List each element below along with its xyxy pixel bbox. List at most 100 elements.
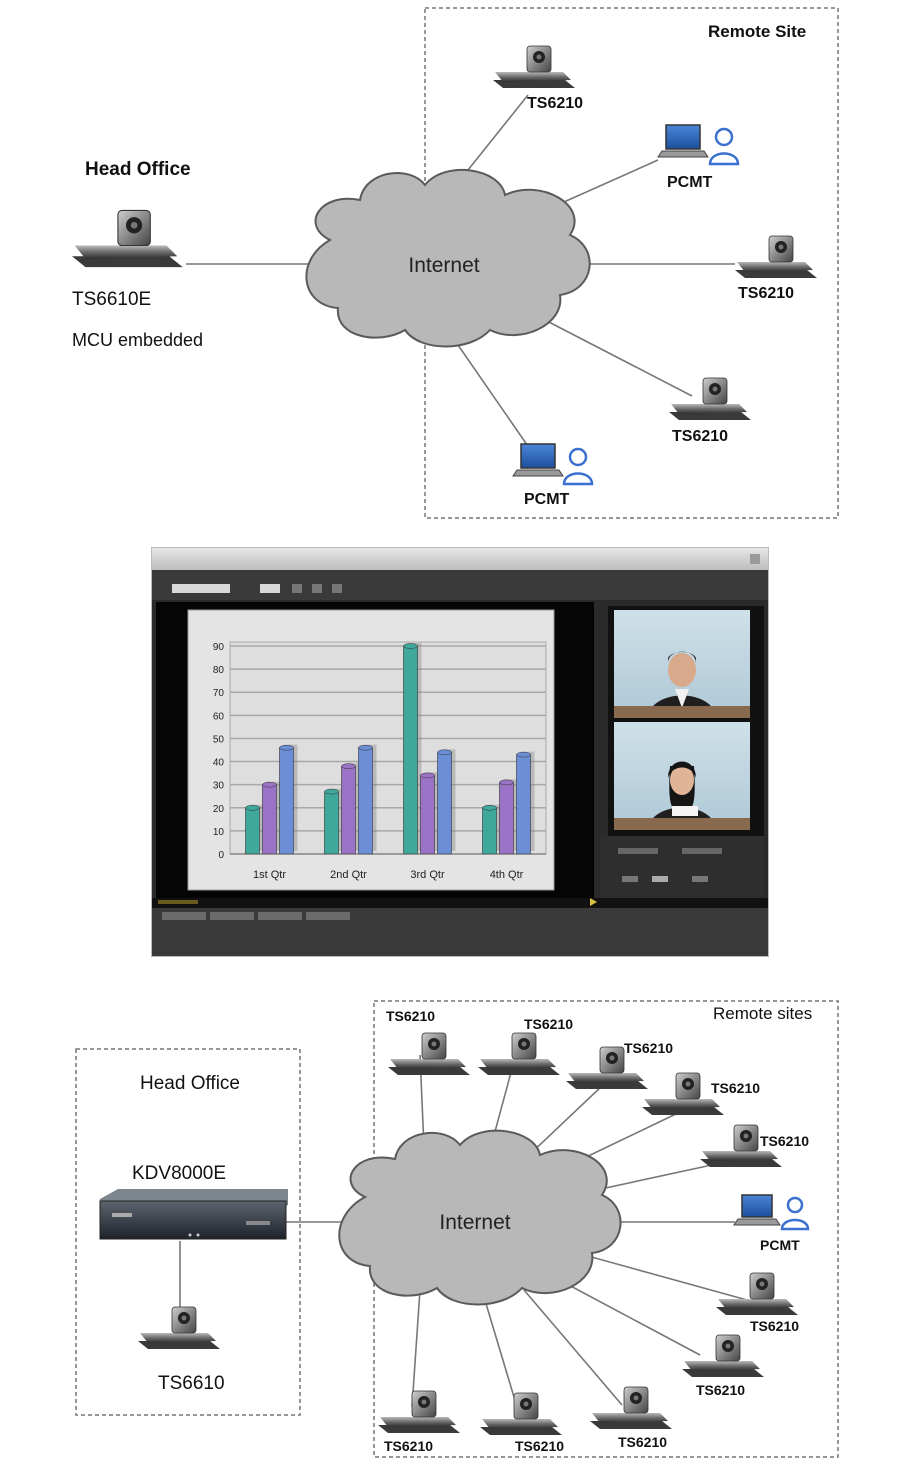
toolbar-dropdown-1[interactable] (172, 584, 230, 593)
video-terminal-icon (138, 1307, 220, 1349)
device-label: TS6210 (624, 1040, 673, 1056)
user-icon (782, 1198, 808, 1229)
bar (359, 748, 373, 854)
device-5: TS6210 (700, 1125, 809, 1167)
head-office-label: Head Office (140, 1073, 240, 1094)
bar (404, 646, 418, 854)
volume-control-1[interactable] (618, 848, 658, 854)
video-terminal-icon (388, 1033, 470, 1075)
video-terminal-icon (590, 1387, 672, 1429)
device-9: TS6210 (590, 1387, 672, 1450)
window-close-control[interactable] (750, 554, 760, 564)
video-terminal-icon (735, 236, 817, 278)
bottom-tab-4[interactable] (306, 912, 350, 920)
y-tick-label: 40 (213, 758, 225, 769)
device-label: TS6210 (672, 428, 728, 445)
device-label: PCMT (667, 174, 713, 191)
link-device-9 (524, 1290, 622, 1405)
video-terminal-icon (478, 1033, 560, 1075)
device-11: TS6210 (378, 1391, 460, 1454)
bar-cap (438, 750, 452, 755)
laptop-icon (513, 444, 563, 476)
video-terminal-icon (378, 1391, 460, 1433)
internet-cloud: Internet (306, 170, 589, 347)
control-button-1[interactable] (622, 876, 638, 882)
video-pane-remote-1[interactable] (614, 610, 750, 718)
bar-cap (517, 752, 531, 757)
head-office-terminal: TS6610 (138, 1307, 225, 1394)
device-ts6210-2: TS6210 (735, 236, 817, 302)
toolbar-button-3[interactable] (332, 584, 342, 593)
laptop-icon (658, 125, 708, 157)
bar-cap (500, 780, 514, 785)
bottom-tab-3[interactable] (258, 912, 302, 920)
toolbar-dropdown-2[interactable] (260, 584, 280, 593)
toolbar-button-1[interactable] (292, 584, 302, 593)
device-label: TS6210 (711, 1080, 760, 1096)
status-indicator (158, 900, 198, 904)
link-device-5 (458, 345, 532, 452)
network-diagram-top: Remote Site Head Office Internet TS661 (0, 0, 900, 540)
video-terminal-icon (493, 46, 575, 88)
bar-cap (404, 644, 418, 649)
device-label: TS6210 (527, 95, 583, 112)
link-device-10 (484, 1297, 517, 1407)
control-button-3[interactable] (692, 876, 708, 882)
link-device-11 (412, 1290, 420, 1407)
bar (438, 752, 452, 854)
bar (342, 766, 356, 854)
device-8: TS6210 (682, 1335, 764, 1398)
control-button-2[interactable] (652, 876, 668, 882)
head-office-device-sublabel: MCU embedded (72, 330, 203, 350)
bar-cap (263, 782, 277, 787)
head-office-label: Head Office (85, 159, 191, 180)
device-label: TS6210 (515, 1438, 564, 1454)
mcu-label: KDV8000E (132, 1163, 226, 1184)
control-panel (600, 836, 764, 902)
bar (421, 775, 435, 854)
laptop-icon (734, 1195, 780, 1225)
y-tick-label: 30 (213, 781, 225, 792)
network-diagram-bottom: Head Office Remote sites Internet KDV800… (0, 985, 900, 1479)
device-label: PCMT (760, 1237, 800, 1253)
bar-cap (325, 789, 339, 794)
user-icon (710, 129, 738, 164)
toolbar-button-2[interactable] (312, 584, 322, 593)
x-tick-label: 1st Qtr (253, 869, 286, 881)
device-label: TS6210 (618, 1434, 667, 1450)
x-tick-label: 2nd Qtr (330, 869, 367, 881)
bar (325, 792, 339, 854)
window-title-bar[interactable] (152, 548, 768, 570)
y-tick-label: 90 (213, 642, 225, 653)
link-device-7 (577, 1253, 747, 1300)
video-pane-remote-2[interactable] (614, 722, 750, 830)
bar (263, 785, 277, 854)
cloud-label: Internet (408, 254, 479, 277)
link-device-4 (545, 320, 692, 396)
device-label: TS6210 (386, 1008, 435, 1024)
video-terminal-icon (72, 210, 183, 267)
device-label: PCMT (524, 491, 570, 508)
device-10: TS6210 (480, 1393, 564, 1454)
status-bar (152, 898, 768, 908)
video-terminal-icon (682, 1335, 764, 1377)
device-label: TS6210 (738, 285, 794, 302)
device-ts6210-1: TS6210 (493, 46, 583, 112)
bar (500, 782, 514, 854)
bar-cap (359, 745, 373, 750)
device-label: TS6210 (524, 1016, 573, 1032)
video-terminal-icon (669, 378, 751, 420)
terminal-label: TS6610 (158, 1373, 225, 1394)
device-ts6210-3: TS6210 (669, 378, 751, 445)
y-tick-label: 80 (213, 665, 225, 676)
bottom-tab-2[interactable] (210, 912, 254, 920)
volume-control-2[interactable] (682, 848, 722, 854)
mcu-device (100, 1189, 288, 1239)
device-2: TS6210 (478, 1016, 573, 1075)
internet-cloud: Internet (339, 1131, 620, 1305)
link-device-3 (527, 1085, 603, 1157)
bottom-tab-1[interactable] (162, 912, 206, 920)
device-label: TS6210 (760, 1133, 809, 1149)
